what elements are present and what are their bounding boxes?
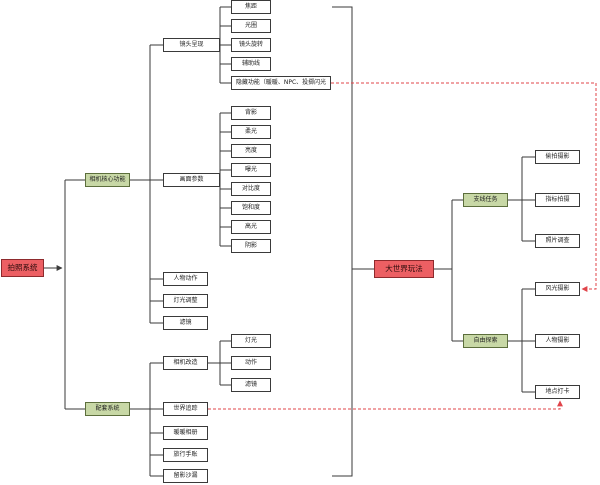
node-soft-light: 柔光 [231,125,271,139]
node-saturation: 饱和度 [231,201,271,215]
node-mod-action: 动作 [231,356,271,370]
node-portrait-photo: 人物摄影 [535,334,580,348]
node-aperture: 光圈 [231,19,271,33]
node-target-photo: 指标拍摄 [535,193,580,207]
node-landscape-photo: 风光摄影 [535,282,580,296]
node-back-shadow: 背影 [231,106,271,120]
node-character-action: 人物动作 [163,272,208,286]
dashed-link-hidden-to-landscape [331,82,597,292]
node-lighting-adjust: 灯光调整 [163,294,208,308]
node-highlight: 高光 [231,220,271,234]
node-checkin-spot: 地点打卡 [535,385,580,399]
node-camera-core: 相机核心功能 [85,173,130,187]
node-filter: 滤镜 [163,316,208,330]
node-photo-investigation: 照片调查 [535,234,580,248]
node-guide-lines: 辅助线 [231,57,271,71]
connector-hub-bracket [332,6,353,477]
hub-node-open-world: 大世界玩法 [374,260,434,278]
node-side-quest: 支线任务 [463,193,508,207]
node-lens-display: 镜头呈现 [163,38,220,52]
node-memory-hourglass: 留影沙漏 [163,469,208,483]
node-accessory-system: 配套系统 [85,402,130,416]
node-world-tracking: 世界追踪 [163,402,208,416]
node-contrast: 对比度 [231,182,271,196]
node-nikki-album: 暖暖相册 [163,426,208,440]
node-lens-rotation: 镜头旋转 [231,38,271,52]
node-candid-photo: 偷拍摄影 [535,150,580,164]
node-brightness: 亮度 [231,144,271,158]
node-free-explore: 自由探索 [463,334,508,348]
root-node-photo-system: 拍照系统 [1,259,44,277]
node-focal-length: 焦距 [231,0,271,14]
node-hidden-feature: 隐藏功能（暖暖、NPC、投掷闪光 [231,76,331,90]
node-exposure: 曝光 [231,163,271,177]
node-mod-lighting: 灯光 [231,334,271,348]
dashed-link-tracking-to-checkin [208,400,563,410]
node-image-params: 画面参数 [163,173,220,187]
node-mod-filter: 滤镜 [231,378,271,392]
node-travel-journal: 旅行手账 [163,448,208,462]
node-camera-mod: 相机改造 [163,356,208,370]
node-shadow: 阴影 [231,239,271,253]
